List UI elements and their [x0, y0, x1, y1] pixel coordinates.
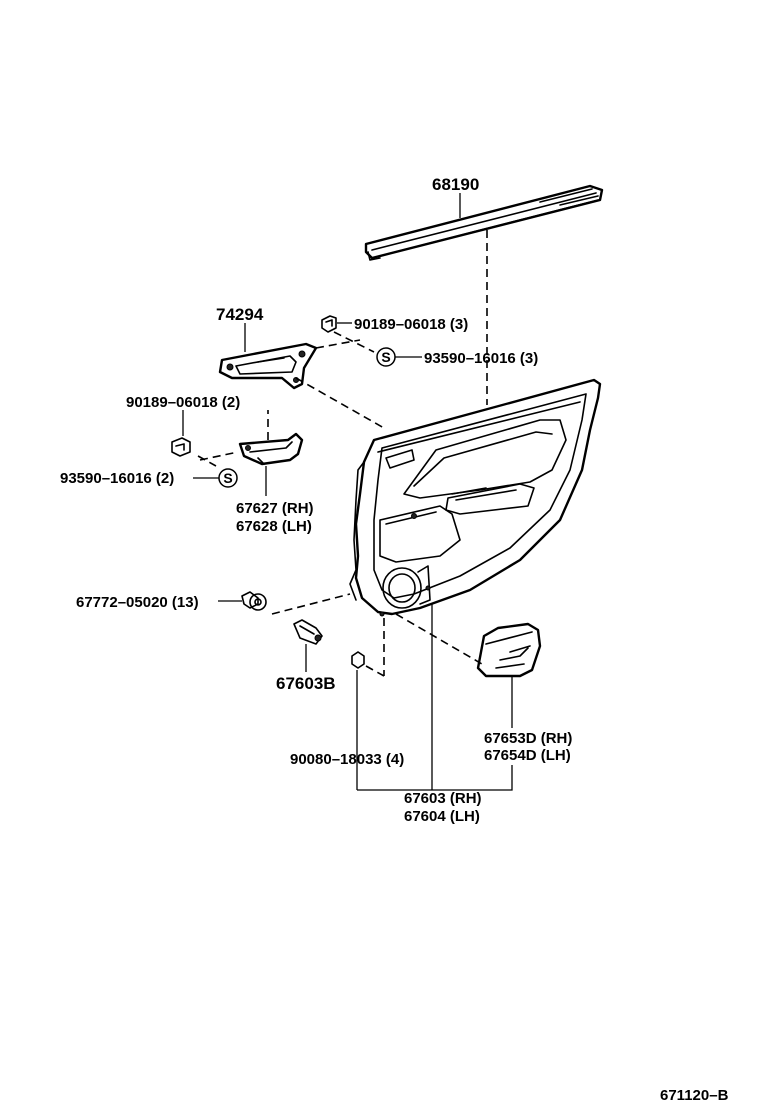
bracket-67627 — [238, 432, 304, 466]
speaker-cover-67653D — [476, 622, 542, 678]
label-67628: 67628 (LH) — [236, 518, 312, 535]
label-67603: 67603 (RH) — [404, 790, 482, 807]
label-67627: 67627 (RH) — [236, 500, 314, 517]
dash-67772-to-panel — [271, 593, 351, 615]
label-67654D: 67654D (LH) — [484, 747, 571, 764]
bracket-67603-callout — [357, 765, 513, 791]
label-67604: 67604 (LH) — [404, 808, 480, 825]
screw-s-mark-upper: S — [376, 347, 396, 367]
screw-s-mark-lower: S — [218, 468, 238, 488]
weatherstrip-68190 — [364, 184, 604, 261]
clip-90189-upper — [321, 315, 337, 333]
nut-90080 — [351, 651, 365, 669]
s-mark-label: S — [381, 349, 390, 365]
label-74294: 74294 — [216, 305, 264, 324]
label-93590-16016-2: 93590–16016 (2) — [60, 470, 174, 487]
diagram-code: 671120–B — [660, 1087, 729, 1104]
dash-74294-to-panel — [295, 377, 385, 429]
label-67772-05020: 67772–05020 (13) — [76, 594, 199, 611]
label-67653D: 67653D (RH) — [484, 730, 572, 747]
s-mark-label-2: S — [223, 470, 232, 486]
clip-90189-lower — [171, 437, 191, 457]
clip-67772 — [241, 591, 267, 611]
label-90080-18033: 90080–18033 (4) — [290, 751, 404, 768]
label-90189-06018-3: 90189–06018 (3) — [354, 316, 468, 333]
label-67603B: 67603B — [276, 674, 336, 693]
clip-67603B — [293, 619, 323, 645]
label-90189-06018-2: 90189–06018 (2) — [126, 394, 240, 411]
dash-cover-to-panel — [395, 613, 483, 665]
label-93590-16016-3: 93590–16016 (3) — [424, 350, 538, 367]
dash-67627-side — [199, 451, 239, 461]
dash-clip-to-bracket — [315, 339, 361, 349]
dash-clip-to-screw — [333, 331, 375, 353]
dash-nut-diag — [365, 665, 385, 677]
door-trim-panel-67603 — [349, 378, 602, 617]
label-68190: 68190 — [432, 175, 479, 194]
bracket-74294 — [218, 342, 318, 390]
dash-clip2 — [197, 455, 217, 467]
